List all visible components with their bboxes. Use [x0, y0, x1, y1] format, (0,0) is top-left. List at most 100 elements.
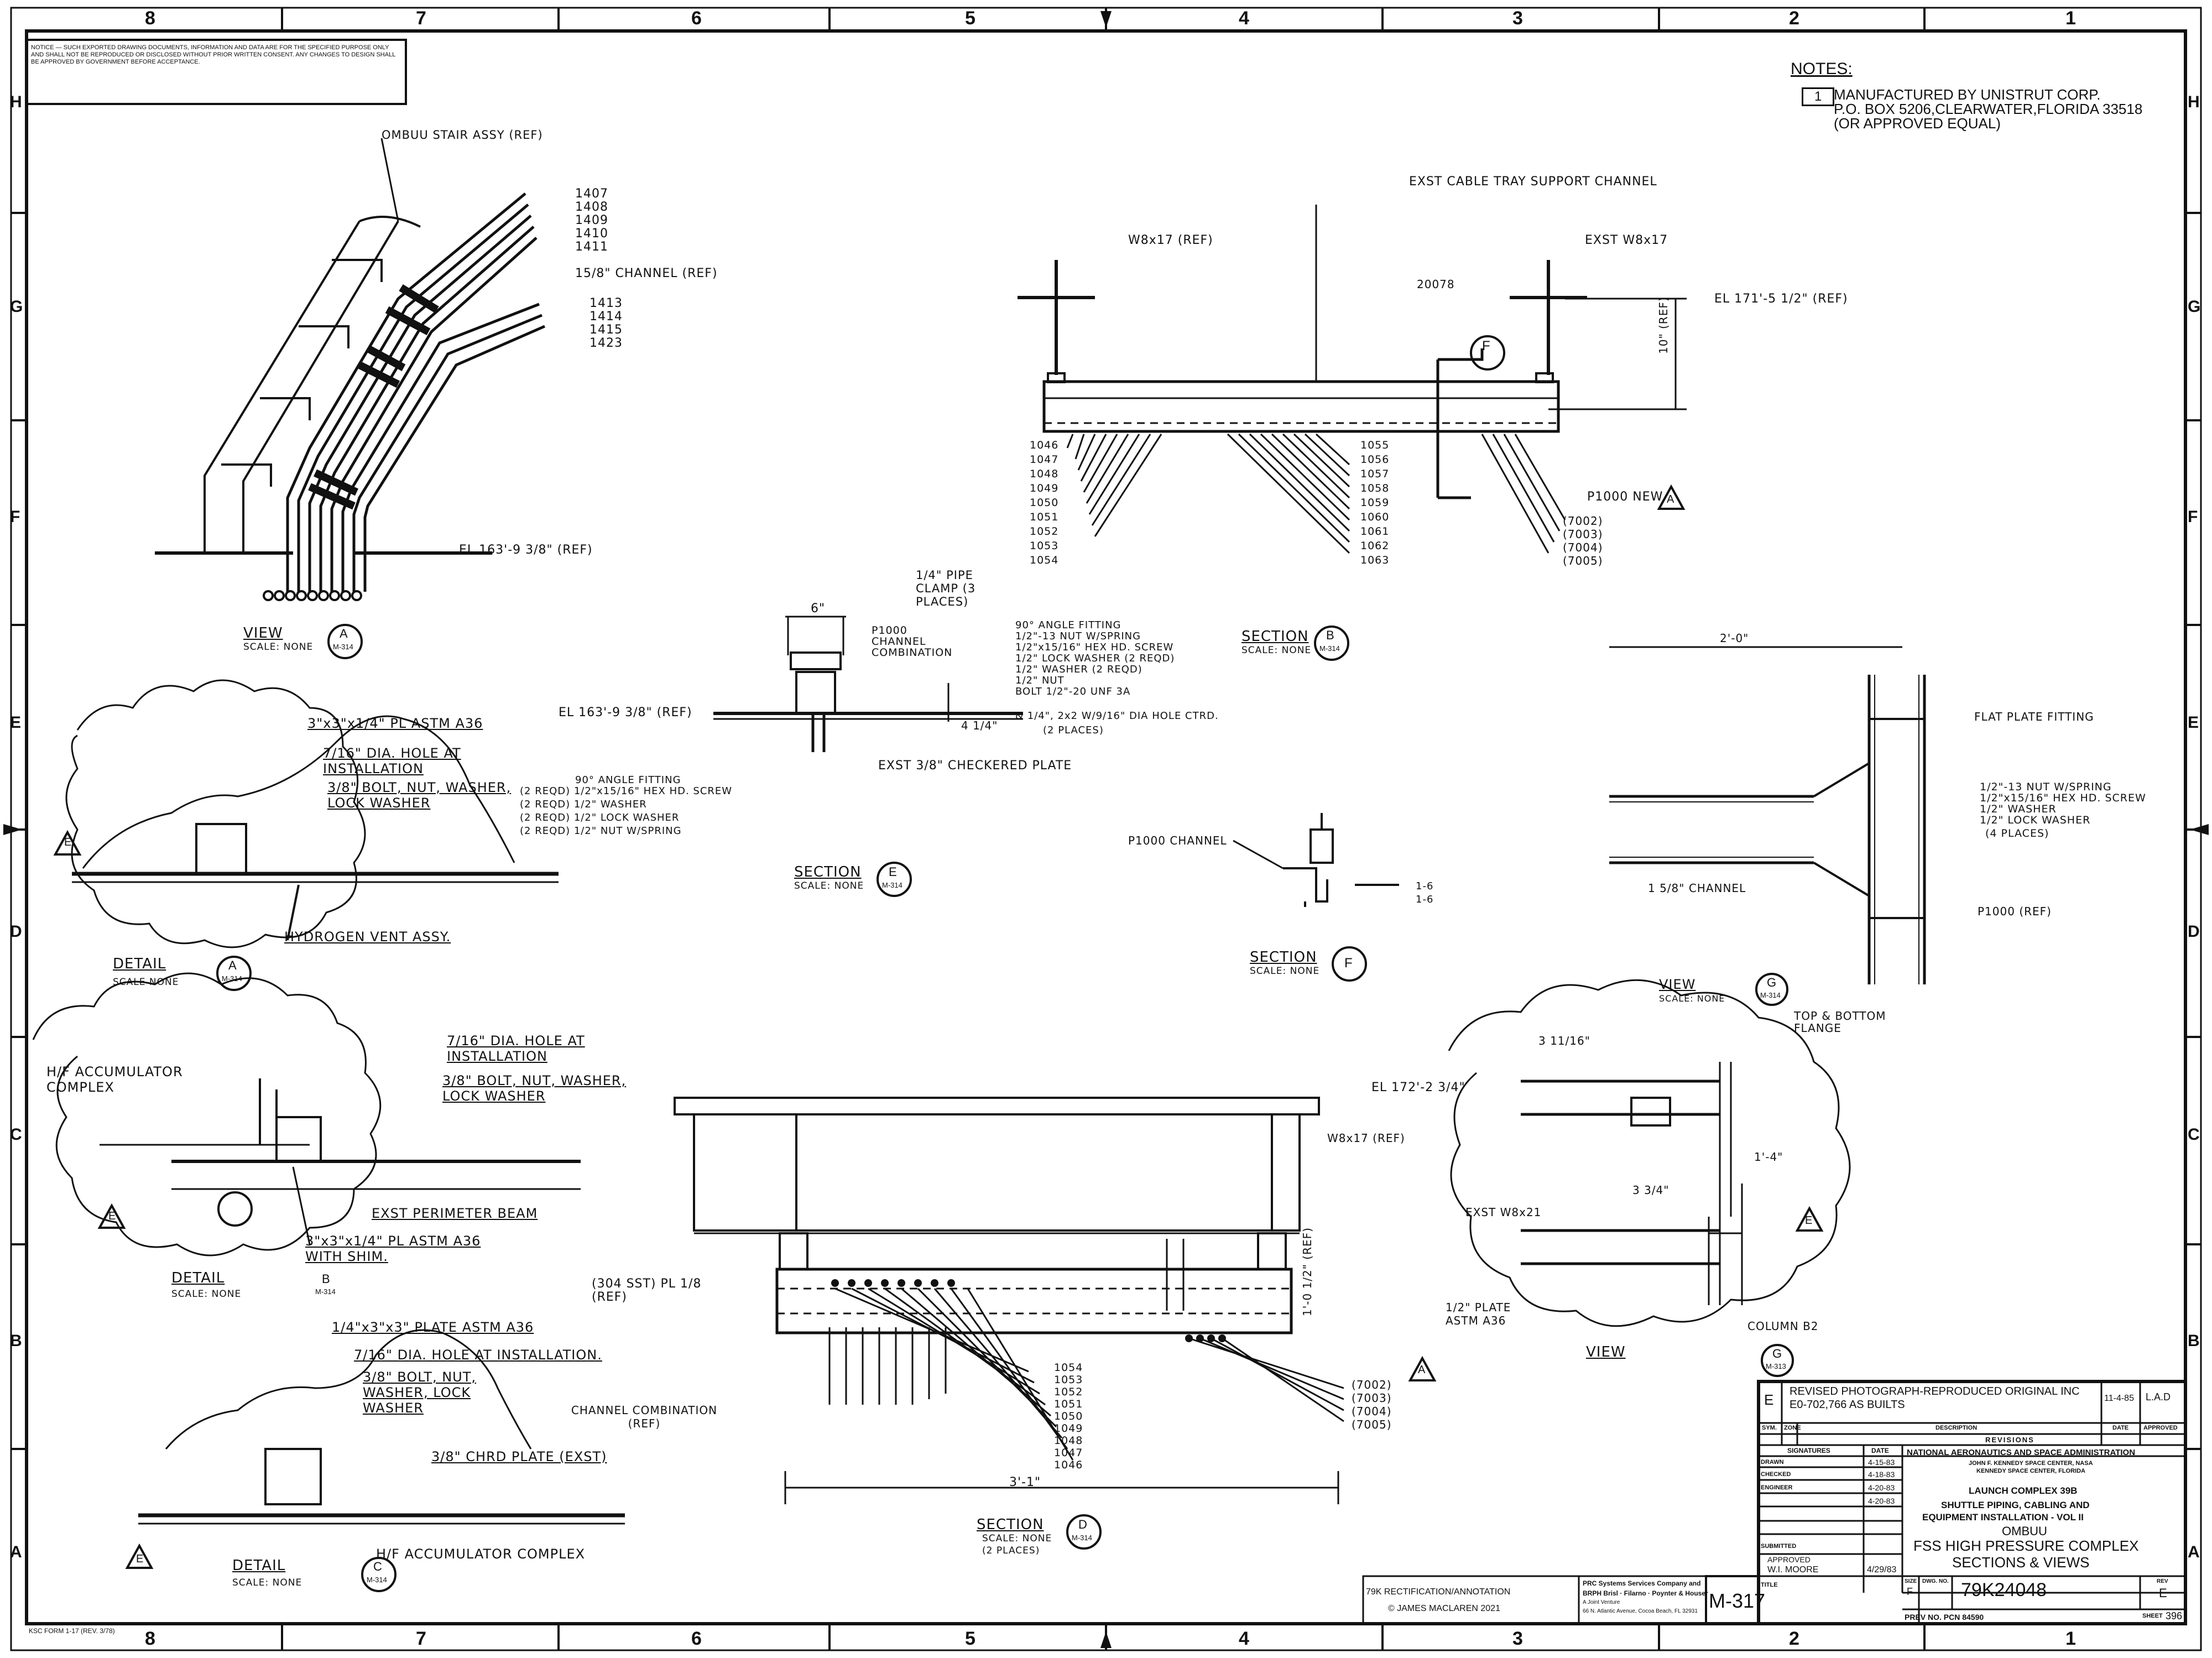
section-e-title: SECTION	[794, 864, 862, 880]
flat-plate-hardware-0: 1/2"-13 NUT W/SPRING	[1980, 781, 2112, 793]
section-f-title: SECTION	[1250, 949, 1317, 966]
zone-col-3: 3	[1512, 8, 1523, 29]
section-e-bubble-sheet: M-314	[882, 881, 902, 889]
zone-row-d-right: D	[2188, 922, 2200, 941]
zone-row-a-right: A	[2188, 1543, 2200, 1561]
detail-a-bubble-letter: A	[228, 958, 237, 972]
zone-col-7-bottom: 7	[416, 1628, 426, 1649]
flat-plate-p1000: P1000 (REF)	[1978, 905, 2052, 918]
section-f-scale: SCALE: NONE	[1250, 966, 1320, 977]
section-e-bubble-letter: E	[889, 865, 897, 879]
section-d-bubble-sheet: M-314	[1072, 1534, 1092, 1542]
zone-col-1-bottom: 1	[2065, 1628, 2076, 1649]
zone-row-e-right: E	[2188, 713, 2199, 732]
zone-row-b: B	[10, 1332, 22, 1350]
section-b-right-1059: 1059	[1360, 497, 1390, 509]
section-d-title: SECTION	[977, 1516, 1044, 1533]
detail-c-hole: 7/16" DIA. HOLE AT INSTALLATION.	[354, 1347, 602, 1363]
rev-col-sym: SYM.	[1762, 1425, 1777, 1431]
tb-form: KSC FORM 1-17 (REV. 3/78)	[29, 1627, 115, 1635]
section-e-dim-right: 4 1/4"	[961, 719, 998, 732]
zone-col-8: 8	[145, 8, 155, 29]
rev-col-approved: APPROVED	[2143, 1425, 2178, 1431]
rev-approved: L.A.D	[2146, 1391, 2171, 1402]
section-b-lines	[1018, 205, 1687, 554]
view-g-tag: E	[1805, 1214, 1813, 1227]
tb-firm1: PRC Systems Services Company and	[1583, 1579, 1701, 1587]
flat-plate-hardware-2: 1/2" WASHER	[1980, 803, 2057, 815]
section-e-dim-6: 6"	[811, 602, 826, 616]
section-b-title: SECTION	[1241, 628, 1309, 645]
zone-row-a: A	[10, 1543, 22, 1561]
tb-agency: NATIONAL AERONAUTICS AND SPACE ADMINISTR…	[1907, 1448, 2136, 1457]
section-d-plate: (304 SST) PL 1/8 (REF)	[592, 1277, 702, 1304]
section-e-fitting-0: 90° ANGLE FITTING	[1015, 619, 1121, 631]
detail-a-bolt: 3/8" BOLT, NUT, WASHER, LOCK WASHER	[327, 780, 512, 811]
detail-a-hole: 7/16" DIA. HOLE AT INSTALLATION	[323, 745, 461, 776]
section-e-fitting-2: 1/2"x15/16" HEX HD. SCREW	[1015, 642, 1174, 653]
section-d-places: (2 PLACES)	[982, 1545, 1040, 1556]
tb-size: F	[1907, 1586, 1913, 1597]
zone-row-f: F	[10, 508, 20, 526]
section-b-right-1062: 1062	[1360, 540, 1390, 552]
section-b-rev-a: A	[1667, 493, 1674, 505]
view-a-title: VIEW	[243, 625, 283, 642]
section-d-callout-1048: 1048	[1054, 1435, 1083, 1447]
section-d-bubble-letter: D	[1078, 1518, 1087, 1531]
section-b-left-1049: 1049	[1030, 482, 1059, 494]
section-d-callout-1050: 1050	[1054, 1410, 1083, 1422]
detail-b-plate: 3"x3"x1/4" PL ASTM A36 WITH SHIM.	[305, 1233, 481, 1264]
view-g-bubble-sheet: M-313	[1766, 1362, 1786, 1370]
zone-col-5-bottom: 5	[965, 1628, 975, 1649]
section-b-left-1054: 1054	[1030, 554, 1059, 566]
tb-line3: OMBUU	[2002, 1524, 2047, 1538]
tb-dwg-label: DWG. NO.	[1922, 1578, 1949, 1584]
tb-approved: APPROVED	[1767, 1555, 1811, 1564]
zone-row-g: G	[10, 298, 23, 316]
detail-c-lines	[138, 1329, 625, 1525]
section-e-left-0: 90° ANGLE FITTING	[575, 774, 681, 786]
rev-header: REVISIONS	[1985, 1436, 2034, 1444]
title-block-grid	[1362, 1380, 2187, 1625]
zone-row-c-right: C	[2188, 1125, 2200, 1144]
zone-col-2: 2	[1789, 8, 1799, 29]
detail-b-title: DETAIL	[171, 1270, 225, 1286]
section-d-callout-1051: 1051	[1054, 1398, 1083, 1410]
section-b-left-1050: 1050	[1030, 497, 1059, 509]
detail-a-lines	[72, 715, 559, 941]
section-d-beam: W8x17 (REF)	[1327, 1132, 1405, 1145]
view-g-dim-c: 3 3/4"	[1632, 1183, 1670, 1197]
warning-note-text: NOTICE — SUCH EXPORTED DRAWING DOCUMENTS…	[31, 44, 395, 65]
detail-b-accumulator: H/F ACCUMULATOR COMPLEX	[46, 1064, 183, 1095]
section-e-left-2: (2 REQD) 1/2" WASHER	[520, 799, 647, 810]
detail-b-bolt: 3/8" BOLT, NUT, WASHER, LOCK WASHER	[442, 1073, 627, 1104]
detail-b-bubble-letter: B	[322, 1272, 330, 1286]
section-b-far-7005: (7005)	[1563, 554, 1603, 567]
section-f-lines	[1233, 813, 1399, 907]
tb-center: JOHN F. KENNEDY SPACE CENTER, NASA	[1969, 1460, 2093, 1467]
view-g-scale-top: SCALE: NONE	[1659, 993, 1725, 1004]
section-d-combo: CHANNEL COMBINATION (REF)	[571, 1404, 718, 1430]
tb-row-role-0: DRAWN	[1761, 1459, 1784, 1466]
section-e-plate: EXST 3/8" CHECKERED PLATE	[878, 759, 1072, 773]
view-a-callout-1413: 1413	[589, 296, 623, 310]
detail-a-scale: SCALE NONE	[113, 977, 179, 988]
section-b-beam-left: W8x17 (REF)	[1128, 233, 1213, 247]
section-b-far-7003: (7003)	[1563, 528, 1603, 541]
tb-title-label: TITLE	[1761, 1582, 1778, 1588]
view-a-stair-ref: OMBUU STAIR ASSY (REF)	[382, 128, 543, 142]
tb-row-date-1: 4-18-83	[1868, 1470, 1895, 1479]
zone-row-f-right: F	[2188, 508, 2198, 526]
tb-line4: FSS HIGH PRESSURE COMPLEX	[1913, 1537, 2139, 1554]
section-d-callout-1047: 1047	[1054, 1447, 1083, 1459]
detail-b-scale: SCALE: NONE	[171, 1289, 242, 1300]
zone-col-5: 5	[965, 8, 975, 29]
view-g-title: VIEW	[1586, 1344, 1626, 1360]
detail-b-lines	[100, 1078, 581, 1245]
section-b-bubble-sheet: M-314	[1319, 644, 1340, 653]
flat-plate-hardware-3: 1/2" LOCK WASHER	[1980, 814, 2091, 826]
view-a-bubble-sheet: M-314	[333, 643, 353, 651]
tb-row-date-2: 4-20-83	[1868, 1483, 1895, 1492]
view-a-bubble-letter: A	[340, 627, 348, 640]
warning-note-box: NOTICE — SUCH EXPORTED DRAWING DOCUMENTS…	[25, 39, 407, 105]
